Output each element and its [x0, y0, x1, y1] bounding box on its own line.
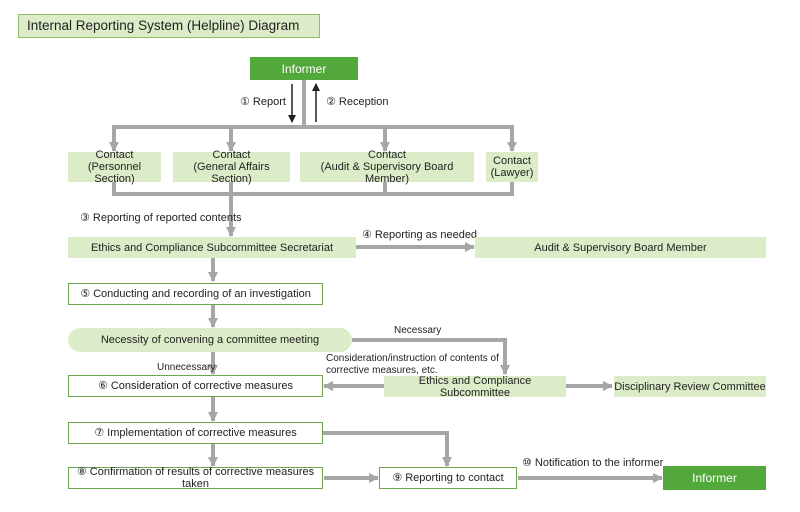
informer-bottom-box: Informer [663, 466, 766, 490]
step6-box: ⑥ Consideration of corrective measures [68, 375, 323, 397]
contact-audit-line1: Contact [368, 149, 406, 161]
arrow-necessary [352, 338, 510, 375]
arrow-step7-to-step9 [322, 431, 452, 467]
step10-label: ⑩ Notification to the informer [522, 457, 664, 469]
unnecessary-label: Unnecessary [157, 362, 216, 373]
audit-member-box: Audit & Supervisory Board Member [475, 237, 766, 258]
diagram-title: Internal Reporting System (Helpline) Dia… [18, 14, 320, 38]
necessity-box: Necessity of convening a committee meeti… [68, 328, 352, 352]
consideration-note-line2: corrective measures, etc. [326, 365, 438, 376]
consideration-note-line1: Consideration/instruction of contents of [326, 353, 499, 364]
step4-label: ④ Reporting as needed [362, 229, 478, 241]
contact-lawyer-box: Contact (Lawyer) [486, 152, 538, 182]
contact-general-affairs-box: Contact (General Affairs Section) [173, 149, 290, 185]
reception-label: ② Reception [326, 96, 389, 108]
contact-personnel-line1: Contact [95, 149, 134, 161]
contact-personnel-line2: (Personnel Section) [87, 161, 142, 185]
contact-personnel-box: Contact (Personnel Section) [68, 149, 161, 185]
necessary-label: Necessary [394, 325, 442, 336]
report-label: ① Report [240, 96, 286, 108]
contact-audit-board-box: Contact (Audit & Supervisory Board Membe… [300, 149, 474, 185]
contact-general-line1: Contact [212, 149, 251, 161]
contact-lawyer-line1: Contact [493, 155, 531, 167]
step3-label: ③ Reporting of reported contents [80, 212, 242, 224]
step8-box: ⑧ Confirmation of results of corrective … [68, 466, 323, 490]
secretariat-box: Ethics and Compliance Subcommittee Secre… [68, 237, 356, 258]
informer-top-box: Informer [250, 57, 358, 80]
step7-box: ⑦ Implementation of corrective measures [68, 422, 323, 444]
subcommittee-box: Ethics and Compliance Subcommittee [384, 375, 566, 399]
contact-lawyer-line2: (Lawyer) [490, 167, 534, 179]
contact-audit-line2: (Audit & Supervisory Board Member) [320, 161, 454, 185]
step5-box: ⑤ Conducting and recording of an investi… [68, 283, 323, 305]
contact-general-line2: (General Affairs Section) [193, 161, 270, 185]
disciplinary-committee-box: Disciplinary Review Committee [614, 376, 766, 397]
step9-box: ⑨ Reporting to contact [379, 467, 517, 489]
